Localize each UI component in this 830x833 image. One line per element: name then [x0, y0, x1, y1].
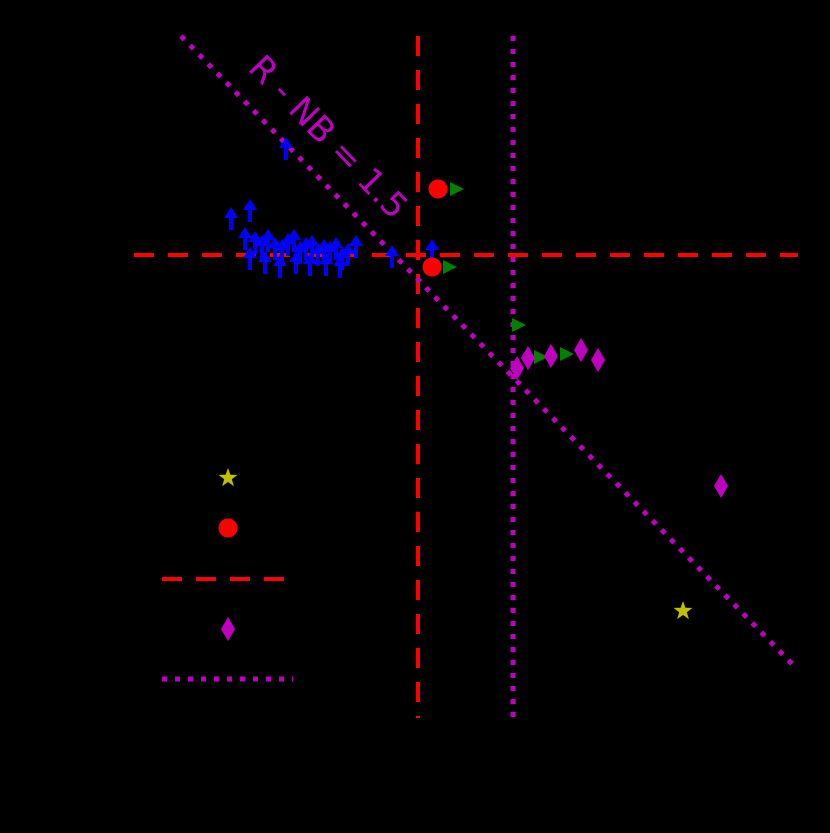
lower-limits-series [224, 137, 439, 278]
lower-limits-point [333, 255, 347, 278]
green-right-arrows-point [443, 260, 457, 274]
lower-limits-point [425, 239, 439, 262]
legend-entry [218, 518, 238, 538]
red-circles-point [422, 257, 442, 277]
lower-limits-point [255, 235, 269, 258]
magenta-diamonds-point [574, 338, 588, 362]
data-points [224, 137, 728, 620]
green-right-arrows-point [450, 182, 464, 196]
diagonal-magenta-dotted-line [179, 34, 797, 669]
yellow-stars-series [673, 601, 693, 620]
lower-limits-point [238, 227, 252, 250]
green-right-arrows-series [443, 182, 574, 364]
legend-entry [218, 468, 238, 487]
lower-limits-point [279, 137, 293, 160]
green-right-arrows-point [512, 318, 526, 332]
lower-limits-point [261, 229, 275, 252]
magenta-diamonds-point [591, 348, 605, 372]
magenta-diamonds-series [510, 338, 728, 498]
lower-limits-point [243, 199, 257, 222]
magenta-diamonds-point [714, 474, 728, 498]
lower-limits-point [329, 237, 343, 260]
yellow-stars-point [673, 601, 693, 620]
lower-limits-point [305, 235, 319, 258]
lower-limits-point [258, 251, 272, 274]
lower-limits-point [385, 245, 399, 268]
lower-limits-point [287, 229, 301, 252]
lower-limits-point [248, 231, 262, 254]
magenta-diamonds-point [510, 356, 524, 380]
red-circles-series [422, 179, 448, 277]
lower-limits-point [273, 255, 287, 278]
magenta-diamonds-point [521, 346, 535, 370]
lower-limits-point [341, 243, 355, 266]
lower-limits-point [243, 247, 257, 270]
magenta-diamonds-point [544, 344, 558, 368]
legend-star-icon [218, 468, 238, 487]
green-right-arrows-point [560, 347, 574, 361]
legend-circle-icon [218, 518, 238, 538]
lower-limits-point [303, 253, 317, 276]
legend-diamond-icon [221, 617, 235, 641]
lower-limits-point [349, 235, 363, 258]
lower-limits-point [319, 253, 333, 276]
green-right-arrows-point [534, 350, 548, 364]
lower-limits-point [275, 239, 289, 262]
lower-limits-point [224, 207, 238, 230]
reference-lines [134, 34, 798, 718]
lower-limits-point [289, 251, 303, 274]
legend [162, 468, 293, 682]
red-circles-point [428, 179, 448, 199]
legend-entry [221, 617, 235, 641]
